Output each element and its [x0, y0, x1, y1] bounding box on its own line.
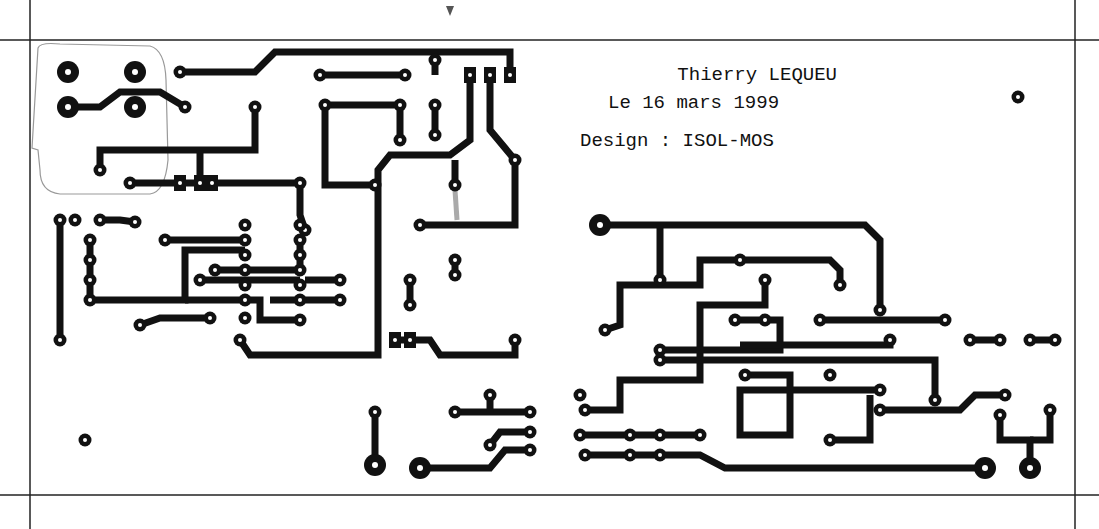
solder-pad: [54, 54, 1062, 480]
mark-arrow: [446, 6, 454, 16]
designer-note: Design : ISOL-MOS: [578, 130, 776, 152]
pencil-mark: [455, 190, 457, 220]
designer-note: Le 16 mars 1999: [606, 92, 781, 114]
copper-trace: [60, 52, 1055, 468]
pencil-outline: [32, 44, 168, 195]
designer-note: Thierry LEQUEU: [675, 64, 839, 86]
